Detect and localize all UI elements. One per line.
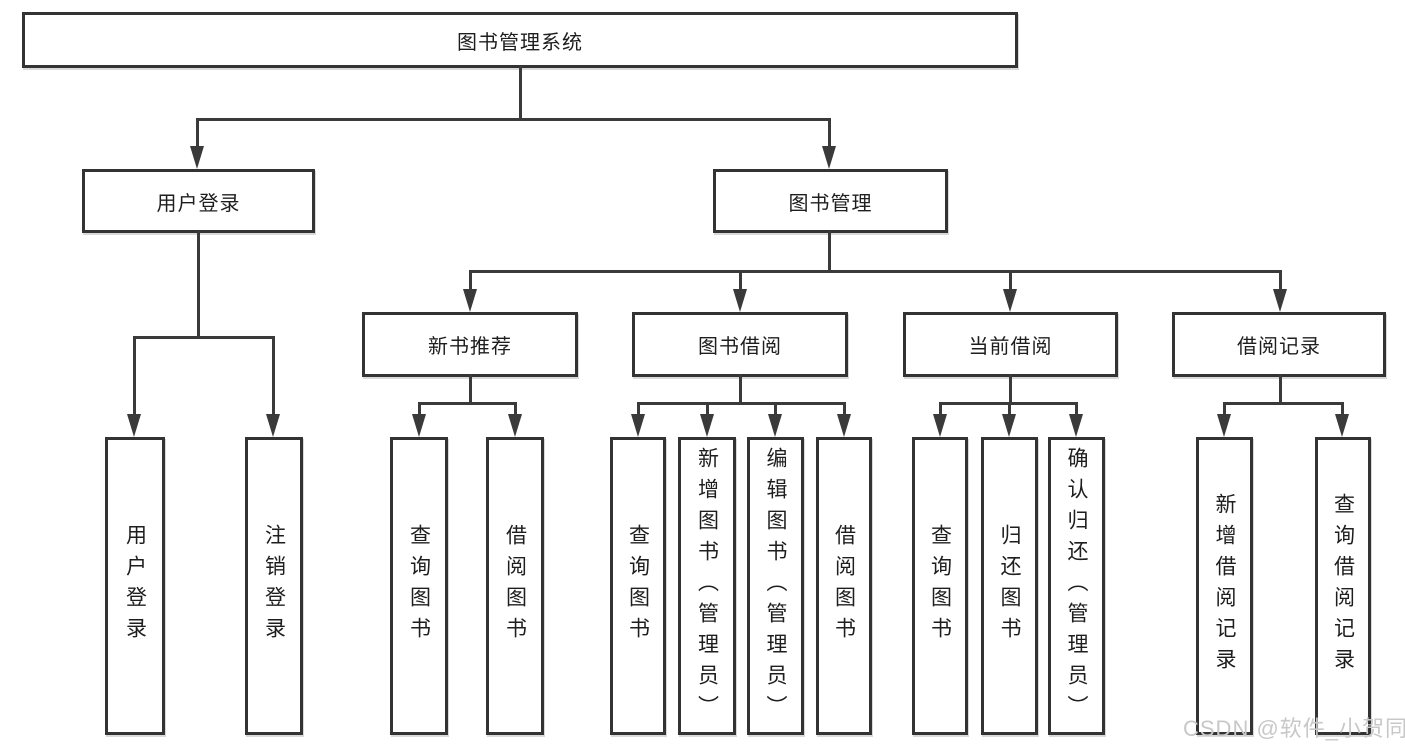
connector-line xyxy=(469,270,472,291)
arrow-head xyxy=(837,414,851,437)
connector-line xyxy=(1009,374,1012,405)
leaf-label: 借阅图书 xyxy=(503,524,527,648)
arrow-head xyxy=(127,414,141,437)
connector-line xyxy=(939,402,942,418)
node-current-borrow: 当前借阅 xyxy=(903,312,1118,377)
connector-line xyxy=(1279,374,1282,405)
connector-line xyxy=(828,118,831,148)
connector-line xyxy=(1223,402,1226,418)
leaf-label: 新增借阅记录 xyxy=(1213,493,1236,679)
arrow-head xyxy=(1003,289,1017,312)
node-label: 新书推荐 xyxy=(428,336,512,358)
connector-line xyxy=(469,270,1281,273)
arrow-head xyxy=(631,414,645,437)
node-borrow-records: 借阅记录 xyxy=(1172,312,1386,377)
connector-line xyxy=(514,402,517,418)
arrow-head xyxy=(1069,414,1083,437)
arrow-head xyxy=(190,146,204,169)
connector-line xyxy=(197,118,831,121)
connector-line xyxy=(739,374,742,405)
arrow-head xyxy=(933,414,947,437)
connector-line xyxy=(1279,270,1282,291)
leaf-label: 查询图书 xyxy=(928,524,952,648)
leaf-add-book-admin: 新增图书（管理员） xyxy=(678,437,736,735)
connector-line xyxy=(706,402,709,418)
connector-line xyxy=(519,66,522,120)
connector-line xyxy=(1008,402,1011,418)
arrow-head xyxy=(1217,414,1231,437)
leaf-label: 查询图书 xyxy=(626,524,650,648)
connector-line xyxy=(418,402,421,418)
connector-line xyxy=(1075,402,1078,418)
leaf-borrow-books: 借阅图书 xyxy=(816,437,872,735)
arrow-head xyxy=(1335,414,1349,437)
leaf-label: 查询借阅记录 xyxy=(1331,493,1355,679)
connector-line xyxy=(272,336,275,416)
arrow-head xyxy=(508,414,522,437)
connector-line xyxy=(133,336,275,339)
connector-line xyxy=(469,374,472,405)
leaf-logout: 注销登录 xyxy=(245,437,303,735)
connector-line xyxy=(637,402,845,405)
arrow-head xyxy=(700,414,714,437)
leaf-label: 新增图书（管理员） xyxy=(695,446,719,726)
leaf-label: 查询图书 xyxy=(407,524,431,648)
node-user-login-branch: 用户登录 xyxy=(82,169,315,233)
node-label: 图书管理 xyxy=(788,192,873,215)
node-label: 当前借阅 xyxy=(968,336,1053,358)
connector-line xyxy=(637,402,640,418)
watermark: CSDN @软件_小贺同学 xyxy=(1183,716,1405,741)
arrow-head xyxy=(266,414,280,437)
node-label: 用户登录 xyxy=(156,192,241,215)
connector-line xyxy=(197,231,200,338)
leaf-edit-book-admin: 编辑图书（管理员） xyxy=(747,437,804,735)
connector-line xyxy=(196,118,199,148)
node-root: 图书管理系统 xyxy=(22,12,1018,68)
leaf-query-books-recommend: 查询图书 xyxy=(390,437,448,735)
leaf-query-books-borrow: 查询图书 xyxy=(610,437,666,735)
connector-line xyxy=(418,402,517,405)
leaf-borrow-books-recommend: 借阅图书 xyxy=(486,437,544,735)
node-label: 图书借阅 xyxy=(698,336,782,358)
connector-line xyxy=(739,270,742,291)
connector-line xyxy=(133,336,136,416)
leaf-add-borrow-record: 新增借阅记录 xyxy=(1196,437,1253,735)
leaf-label: 用户登录 xyxy=(123,524,147,648)
arrow-head xyxy=(822,146,836,169)
leaf-query-borrow-record: 查询借阅记录 xyxy=(1315,437,1371,735)
connector-line xyxy=(843,402,846,418)
connector-line xyxy=(828,231,831,273)
arrow-head xyxy=(1002,414,1016,437)
arrow-head xyxy=(768,414,782,437)
connector-line xyxy=(1223,402,1344,405)
leaf-confirm-return-admin: 确认归还（管理员） xyxy=(1048,437,1105,735)
leaf-label: 归还图书 xyxy=(998,524,1021,648)
arrow-head xyxy=(463,289,477,312)
arrow-head xyxy=(412,414,426,437)
connector-line xyxy=(1341,402,1344,418)
leaf-query-books-current: 查询图书 xyxy=(912,437,968,735)
leaf-label: 编辑图书（管理员） xyxy=(764,446,787,726)
node-root-label: 图书管理系统 xyxy=(457,31,583,54)
leaf-label: 确认归还（管理员） xyxy=(1065,446,1088,726)
node-book-management-branch: 图书管理 xyxy=(713,169,948,233)
leaf-label: 借阅图书 xyxy=(832,524,856,648)
node-book-borrow: 图书借阅 xyxy=(632,312,848,377)
connector-line xyxy=(1009,270,1012,291)
arrow-head xyxy=(733,289,747,312)
connector-line xyxy=(774,402,777,418)
node-label: 借阅记录 xyxy=(1237,336,1321,358)
arrow-head xyxy=(1273,289,1287,312)
leaf-user-login: 用户登录 xyxy=(105,437,165,735)
node-new-book-recommend: 新书推荐 xyxy=(362,312,578,377)
leaf-label: 注销登录 xyxy=(262,524,286,648)
leaf-return-books: 归还图书 xyxy=(981,437,1038,735)
